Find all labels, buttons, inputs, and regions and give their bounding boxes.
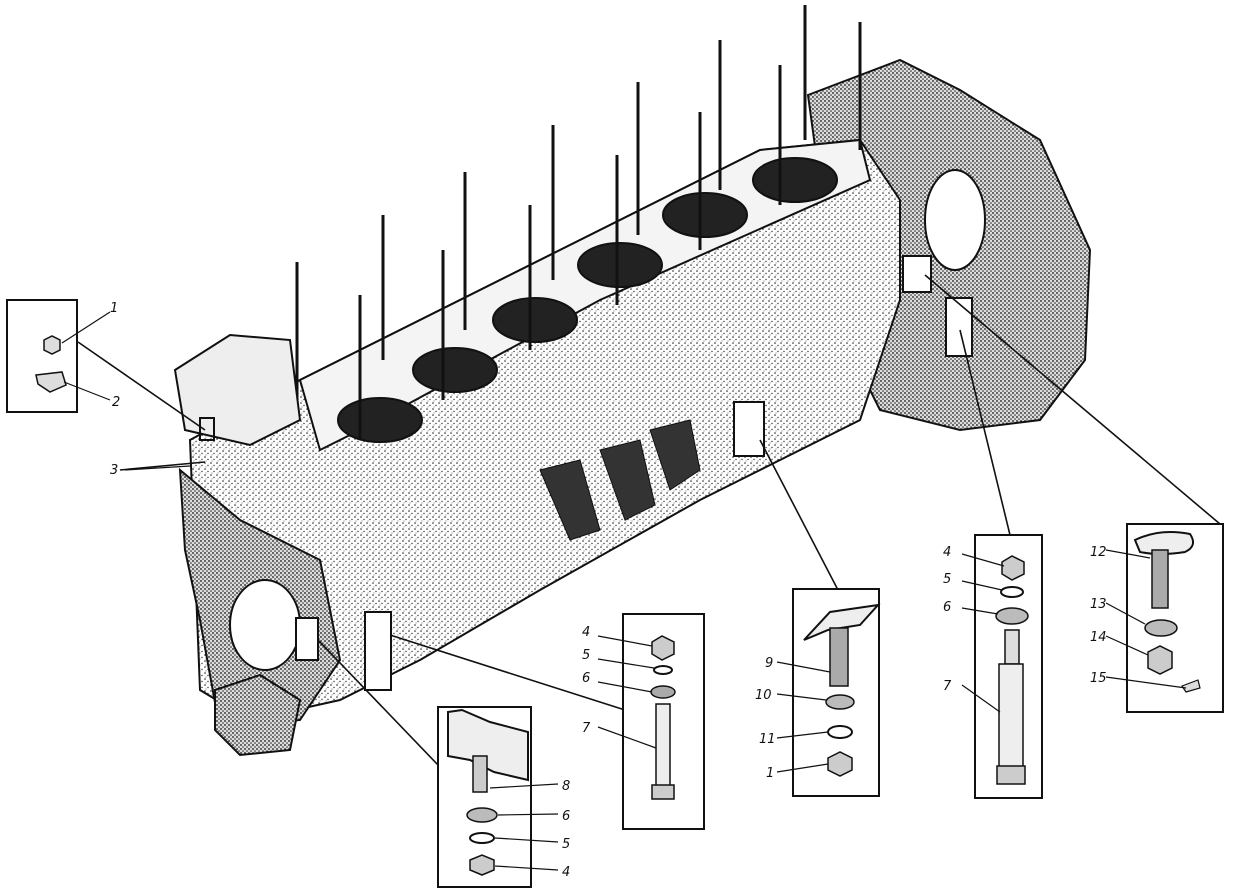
callout-label: 6 [582,671,590,686]
panel-5: 4 5 6 7 [943,534,1043,799]
flat-washer-icon [650,685,676,699]
callout-label: 7 [943,679,952,694]
callout-label: 6 [562,809,570,824]
callout-label: 3 [110,463,118,478]
callout-label: 5 [582,648,590,663]
nut-icon [827,751,853,777]
cylinder-bore [337,397,423,443]
cylinder-bore [492,297,578,343]
location-box [364,611,392,691]
callout-label: 1 [766,766,774,781]
nut-icon [651,635,675,661]
callout-label: 5 [562,837,570,852]
location-box [733,401,765,457]
pump-housing [214,673,302,757]
engine-block [173,5,1092,757]
nut-icon [1001,555,1025,581]
stud-icon [655,703,671,795]
location-box [295,617,319,661]
flat-washer-icon [825,694,855,710]
cylinder-bore [577,242,663,288]
cylinder-bore [662,192,748,238]
flat-washer-icon [995,607,1029,625]
callout-label: 4 [562,865,570,880]
callout-label: 10 [755,688,772,703]
flat-washer-icon [466,807,498,823]
callout-label: 9 [765,656,773,671]
cotter-pin-icon [1181,679,1201,693]
nut-icon [469,854,495,876]
stud-head-icon [651,784,675,800]
rear-cover [173,333,302,447]
crankcase-rib [599,439,656,521]
front-bearing-opening [229,579,301,671]
lock-washer-tab-icon [35,371,67,393]
spring-washer-icon [653,665,673,675]
spring-washer-icon [469,832,495,844]
panel-1: 1 2 3 [6,299,191,478]
panel-frame [6,299,78,413]
panel-4: 9 10 11 1 [755,588,881,797]
location-box [902,255,932,293]
callout-label: 14 [1090,630,1107,645]
callout-label: 5 [943,572,951,587]
callout-label: 15 [1090,671,1107,686]
flat-washer-icon [1144,619,1178,637]
callout-label: 1 [110,301,118,316]
flange-section-icon [803,603,881,641]
castle-nut-icon [1147,645,1173,675]
callout-label: 8 [562,779,570,794]
location-box [945,297,973,357]
stud-icon [998,663,1024,773]
bolt-icon [1151,549,1169,609]
bolt-icon [829,627,849,687]
leader-lines [77,274,1221,766]
cylinder-bore [412,347,498,393]
studs [295,5,862,440]
panel-2: 4 5 6 7 [582,613,705,830]
location-box [199,417,215,441]
crankcase-rib [649,419,701,491]
panel-6: 12 13 14 15 [1090,523,1224,713]
callout-label: 11 [759,732,776,747]
bolt-icon [472,755,488,793]
callout-label: 12 [1090,545,1107,560]
panel-3: 8 6 5 4 [437,706,570,888]
spring-washer-icon [1000,586,1024,598]
nut-icon [43,335,61,355]
crankcase-rib [539,459,601,541]
callout-label: 2 [112,395,120,410]
callout-label: 13 [1090,597,1107,612]
stud-head-icon [996,765,1026,785]
flange-section-icon [447,708,529,782]
callout-label: 7 [582,721,591,736]
panel-frame [1126,523,1224,713]
cylinder-bore [752,157,838,203]
flywheel-opening [924,169,986,271]
callout-label: 6 [943,600,951,615]
callout-label: 4 [582,625,590,640]
stud-thread-icon [1004,629,1020,665]
callout-label: 4 [943,545,951,560]
